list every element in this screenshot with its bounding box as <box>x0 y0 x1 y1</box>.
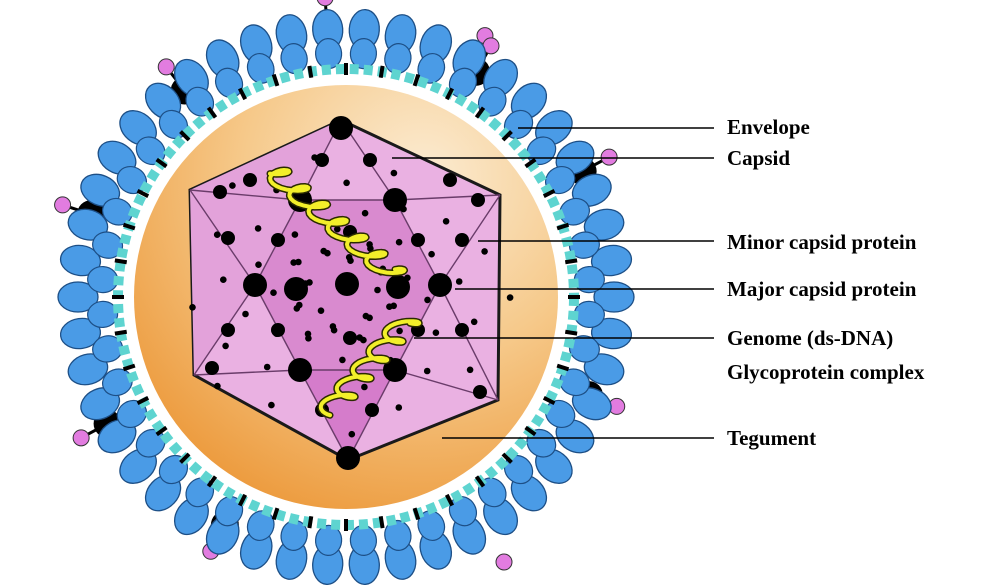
glycoprotein-tip <box>317 0 333 6</box>
minor-capsomere <box>363 313 370 320</box>
inner-ring-tick <box>115 260 127 262</box>
minor-capsomere <box>214 383 221 390</box>
minor-capsomere <box>189 304 196 311</box>
minor-capsomere <box>361 384 368 391</box>
major-capsomere <box>336 446 360 470</box>
minor-capsomere <box>270 289 277 296</box>
label-envelope: Envelope <box>727 115 810 139</box>
minor-capsomere <box>305 367 312 374</box>
minor-capsomere <box>306 279 313 286</box>
major-capsomere <box>428 273 452 297</box>
minor-capsomere <box>305 331 312 338</box>
minor-capsomere <box>222 343 229 350</box>
minor-capsomere <box>400 206 407 213</box>
capsomere <box>343 331 357 345</box>
minor-capsomere <box>396 404 403 411</box>
label-genome: Genome (ds-DNA) <box>727 326 893 350</box>
minor-capsomere <box>356 334 363 341</box>
labels: Envelope Capsid Minor capsid protein Maj… <box>727 115 925 450</box>
label-tegument: Tegument <box>727 426 816 450</box>
minor-capsomere <box>311 154 318 161</box>
inner-ring-tick <box>381 66 383 78</box>
capsomere <box>473 385 487 399</box>
minor-capsomere <box>324 250 331 257</box>
minor-capsomere <box>396 239 403 246</box>
capsomere <box>271 233 285 247</box>
minor-capsomere <box>374 287 381 294</box>
minor-capsomere <box>264 364 271 371</box>
label-major-capsid-protein: Major capsid protein <box>727 277 917 301</box>
minor-capsomere <box>229 182 236 189</box>
minor-capsomere <box>268 402 275 409</box>
minor-capsomere <box>424 297 431 304</box>
minor-capsomere <box>349 431 356 438</box>
capsomere <box>243 173 257 187</box>
inner-ring-tick <box>309 66 311 78</box>
capsomere <box>365 403 379 417</box>
minor-capsomere <box>424 368 431 375</box>
minor-capsomere <box>467 367 474 374</box>
inner-ring-tick <box>309 516 311 528</box>
major-capsomere <box>243 273 267 297</box>
minor-capsomere <box>481 248 488 255</box>
glycoprotein-tip <box>73 430 89 446</box>
capsomere <box>455 233 469 247</box>
capsomere <box>221 323 235 337</box>
minor-capsomere <box>214 231 221 238</box>
minor-capsomere <box>330 323 337 330</box>
minor-capsomere <box>433 329 440 336</box>
minor-capsomere <box>386 303 393 310</box>
capsomere <box>315 153 329 167</box>
minor-capsomere <box>443 218 450 225</box>
minor-capsomere <box>428 251 435 258</box>
inner-ring-tick <box>115 332 127 334</box>
minor-capsomere <box>220 276 227 283</box>
label-capsid: Capsid <box>727 146 790 170</box>
capsomere <box>411 233 425 247</box>
minor-capsomere <box>339 357 346 364</box>
capsomere <box>221 231 235 245</box>
inner-ring-tick <box>565 260 577 262</box>
glycoprotein-tip <box>496 554 512 570</box>
minor-capsomere <box>396 328 403 335</box>
minor-capsomere <box>296 302 303 309</box>
minor-capsomere <box>255 261 262 268</box>
minor-capsomere <box>445 179 452 186</box>
minor-capsomere <box>255 225 262 232</box>
minor-capsomere <box>507 294 514 301</box>
capsomere <box>213 185 227 199</box>
capsomere <box>205 361 219 375</box>
minor-capsomere <box>273 330 280 337</box>
minor-capsomere <box>471 319 478 326</box>
inner-ring-tick <box>381 516 383 528</box>
minor-capsomere <box>362 210 369 217</box>
label-glycoprotein-complex: Glycoprotein complex <box>727 360 925 384</box>
minor-capsomere <box>318 307 325 314</box>
glycoprotein-tip <box>601 149 617 165</box>
capsomere <box>471 193 485 207</box>
capsomere <box>455 323 469 337</box>
minor-capsomere <box>401 278 408 285</box>
major-capsomere <box>329 116 353 140</box>
minor-capsomere <box>391 170 398 177</box>
major-capsomere <box>335 272 359 296</box>
capsomere <box>363 153 377 167</box>
minor-capsomere <box>347 257 354 264</box>
minor-capsomere <box>292 231 299 238</box>
glycoprotein-tip <box>158 59 174 75</box>
glycoprotein-tip <box>55 197 71 213</box>
label-minor-capsid-protein: Minor capsid protein <box>727 230 917 254</box>
minor-capsomere <box>456 278 463 285</box>
inner-ring-tick <box>565 332 577 334</box>
minor-capsomere <box>343 180 350 187</box>
minor-capsomere <box>295 259 302 266</box>
minor-capsomere <box>242 311 249 318</box>
